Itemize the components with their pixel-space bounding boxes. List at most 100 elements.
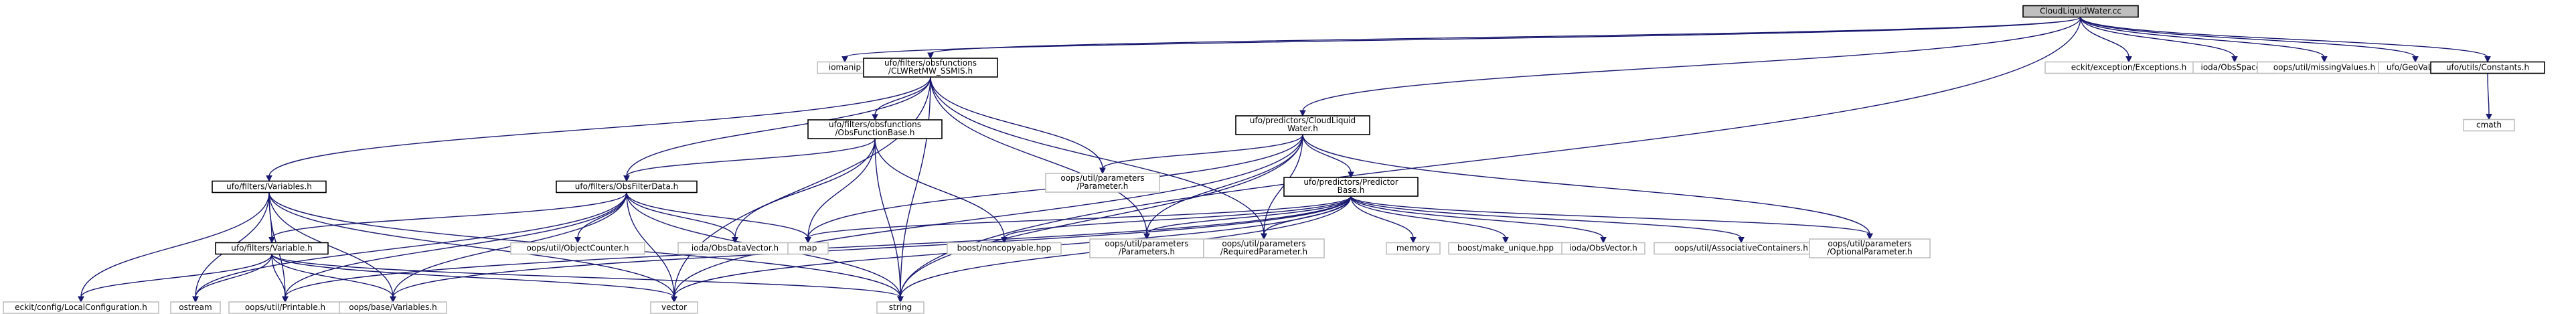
node-label: /RequiredParameter.h bbox=[1220, 247, 1307, 256]
node-label: /OptionalParameter.h bbox=[1827, 247, 1913, 256]
node-label: iomanip bbox=[829, 63, 861, 72]
edge-arrowhead bbox=[623, 175, 630, 182]
node-label: Base.h bbox=[1338, 185, 1365, 195]
node-box bbox=[807, 119, 943, 139]
node-box bbox=[510, 242, 645, 255]
edge-predbase-to-assoc bbox=[1350, 195, 1742, 239]
edge-arrowhead bbox=[2125, 56, 2132, 63]
node-label: boost/make_unique.hpp bbox=[1457, 244, 1554, 253]
node-noncopy: boost/noncopyable.hpp bbox=[947, 242, 1062, 255]
node-map: map bbox=[787, 242, 829, 255]
node-box bbox=[1283, 177, 1419, 197]
node-box bbox=[650, 301, 698, 314]
node-label: memory bbox=[1396, 244, 1430, 253]
edges-layer bbox=[78, 16, 2492, 303]
edge-arrowhead bbox=[266, 175, 272, 182]
node-obsvector: ioda/ObsVector.h bbox=[1561, 242, 1645, 255]
node-label: vector bbox=[661, 303, 687, 312]
node-label: ufo/GeoVaLs.h bbox=[2387, 63, 2444, 72]
edge-clwret-to-vector bbox=[673, 76, 931, 298]
edge-root-to-pred_clw bbox=[1302, 17, 2081, 112]
edge-arrowhead bbox=[1143, 233, 1150, 240]
node-missing: oops/util/missingValues.h bbox=[2257, 61, 2392, 74]
edge-arrowhead bbox=[2484, 56, 2491, 63]
node-label: ioda/ObsVector.h bbox=[1569, 244, 1637, 253]
node-cmath: cmath bbox=[2463, 119, 2515, 132]
node-label: oops/util/parameters bbox=[1222, 239, 1305, 248]
node-root[interactable]: CloudLiquidWater.cc bbox=[2022, 5, 2139, 18]
node-box bbox=[215, 242, 329, 255]
edge-root-to-obsspace bbox=[2080, 17, 2235, 58]
edge-clwret-to-string bbox=[900, 76, 931, 298]
edge-arrowhead bbox=[268, 237, 275, 244]
edge-arrowhead bbox=[1001, 237, 1008, 244]
edge-obsfuncbase-to-map bbox=[807, 138, 876, 238]
edge-arrowhead bbox=[1866, 233, 1873, 240]
node-box bbox=[1561, 242, 1645, 255]
node-label: ufo/utils/Constants.h bbox=[2446, 63, 2529, 72]
edge-predbase-to-noncopy bbox=[1003, 195, 1352, 238]
edge-obsfuncbase-to-string bbox=[874, 138, 901, 298]
edge-obsfuncbase-to-obsdatavec bbox=[734, 138, 876, 238]
node-box bbox=[212, 180, 327, 193]
node-box bbox=[1386, 242, 1441, 255]
node-box bbox=[339, 301, 447, 314]
node-label: ufo/filters/Variables.h bbox=[226, 182, 312, 191]
node-box bbox=[3, 301, 159, 314]
node-label: oops/util/parameters bbox=[1105, 239, 1188, 248]
edge-variable-to-localconf bbox=[80, 254, 272, 298]
edge-arrowhead bbox=[927, 52, 934, 60]
edge-arrowhead bbox=[1600, 237, 1607, 244]
node-box bbox=[787, 242, 829, 255]
node-label: map bbox=[799, 244, 817, 253]
edge-constants-to-cmath bbox=[2487, 73, 2490, 115]
node-label: oops/util/AssociativeContainers.h bbox=[1674, 244, 1808, 253]
edge-variables-to-vector bbox=[268, 192, 675, 298]
node-pred_clw[interactable]: ufo/predictors/CloudLiquidWater.h bbox=[1235, 115, 1370, 135]
node-label: cmath bbox=[2476, 121, 2502, 130]
edge-arrowhead bbox=[872, 114, 878, 121]
edge-arrowhead bbox=[2231, 56, 2238, 63]
edge-arrowhead bbox=[671, 296, 677, 303]
edge-clwret-to-reqparam bbox=[930, 76, 1265, 235]
edge-predbase-to-optparam bbox=[1350, 195, 1870, 235]
edge-obsfuncbase-to-obsfilterdata bbox=[626, 138, 876, 177]
edge-arrowhead bbox=[732, 237, 738, 244]
edge-root-to-geovals bbox=[2080, 17, 2416, 58]
edge-arrowhead bbox=[1099, 167, 1106, 175]
node-label: ufo/filters/obsfunctions bbox=[884, 58, 977, 68]
node-obsfuncbase[interactable]: ufo/filters/obsfunctions/ObsFunctionBase… bbox=[807, 119, 943, 139]
edge-variable-to-vector bbox=[271, 254, 675, 298]
edge-pred_clw-to-optparam bbox=[1302, 134, 1870, 235]
node-constants[interactable]: ufo/utils/Constants.h bbox=[2430, 61, 2545, 74]
edge-root-to-constants bbox=[2080, 17, 2488, 58]
node-clwret[interactable]: ufo/filters/obsfunctions/CLWRetMW_SSMIS.… bbox=[863, 58, 998, 78]
edge-arrowhead bbox=[390, 296, 396, 303]
node-box bbox=[1809, 238, 1931, 258]
edge-arrowhead bbox=[805, 237, 811, 244]
node-label: oops/util/ObjectCounter.h bbox=[527, 244, 629, 253]
edge-variable-to-string bbox=[271, 253, 901, 298]
node-variables[interactable]: ufo/filters/Variables.h bbox=[212, 180, 327, 193]
edge-arrowhead bbox=[841, 56, 848, 63]
node-box bbox=[1203, 238, 1325, 258]
edge-obsfilterdata-to-map bbox=[626, 192, 809, 238]
node-variable[interactable]: ufo/filters/Variable.h bbox=[215, 242, 329, 255]
node-label: ufo/filters/obsfunctions bbox=[829, 120, 921, 129]
node-box bbox=[556, 180, 698, 193]
node-label: eckit/config/LocalConfiguration.h bbox=[15, 303, 147, 312]
edge-variable-to-basevars bbox=[271, 254, 394, 298]
edge-clwret-to-parameters bbox=[930, 76, 1147, 235]
node-obsfilterdata[interactable]: ufo/filters/ObsFilterData.h bbox=[556, 180, 698, 193]
edge-variables-to-basevars bbox=[268, 192, 394, 298]
edge-arrowhead bbox=[1502, 237, 1509, 244]
edge-obsfilterdata-to-variable bbox=[271, 192, 627, 238]
node-eckit_ex: eckit/exception/Exceptions.h bbox=[2044, 61, 2213, 74]
edge-pred_clw-to-predbase bbox=[1302, 134, 1352, 173]
edge-arrowhead bbox=[2321, 56, 2328, 63]
edge-arrowhead bbox=[2486, 114, 2492, 121]
edge-variables-to-localconf bbox=[80, 192, 270, 298]
